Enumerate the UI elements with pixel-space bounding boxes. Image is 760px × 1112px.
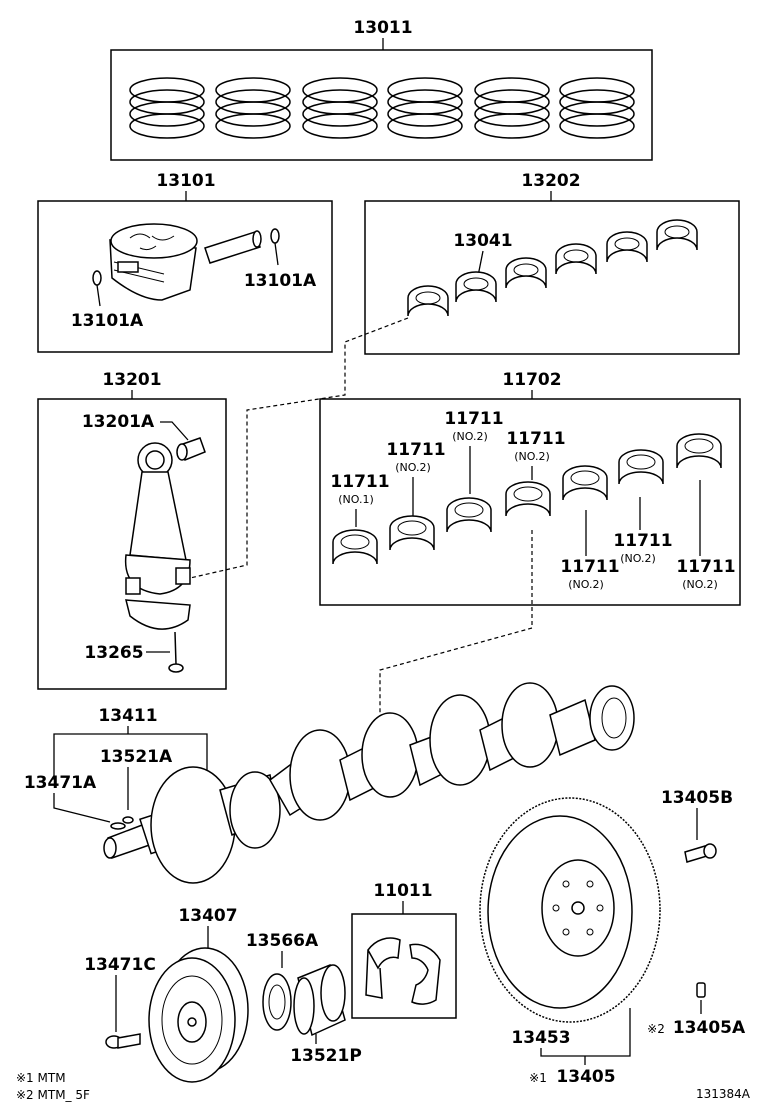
mark2-inline: ※2 <box>647 1022 665 1036</box>
label-13041[interactable]: 13041 <box>453 231 512 251</box>
label-11011[interactable]: 11011 <box>373 881 432 901</box>
piston-illustration <box>109 223 198 301</box>
crank-key-illustration <box>110 816 134 830</box>
dowel-pin-illustration <box>696 982 706 998</box>
label-11711-g[interactable]: 11711 <box>676 557 735 577</box>
crankshaft-bearing-group: 11702 11711 (NO.2) 11711 (NO.2) 11711 (N… <box>319 370 741 606</box>
thrust-washer-box <box>351 913 457 1019</box>
sublabel-no1: (NO.1) <box>338 493 374 506</box>
figure-id: 131384A <box>696 1087 751 1101</box>
label-13101a-left[interactable]: 13101A <box>71 311 144 331</box>
sublabel-no2-d: (NO.2) <box>568 578 604 591</box>
label-13201[interactable]: 13201 <box>102 370 161 390</box>
piston-pin-illustration <box>204 230 262 264</box>
rod-bolt-illustration <box>168 631 184 673</box>
thrust-washer-left <box>365 937 401 999</box>
rod-bearing-box <box>364 200 740 355</box>
label-13201a[interactable]: 13201A <box>82 412 155 432</box>
label-11711-b[interactable]: 11711 <box>386 440 445 460</box>
label-13405[interactable]: 13405 <box>556 1067 615 1087</box>
snap-ring-right <box>270 228 280 244</box>
label-11711-f[interactable]: 11711 <box>560 557 619 577</box>
connecting-rod-bearing-group: 13202 13041 <box>364 171 740 355</box>
label-13471a[interactable]: 13471A <box>24 773 97 793</box>
timing-gear-group: 13566A 13521P <box>246 931 362 1066</box>
label-13101[interactable]: 13101 <box>156 171 215 191</box>
connecting-rod-box <box>37 398 227 690</box>
sublabel-no2-e: (NO.2) <box>620 552 656 565</box>
thrust-washer-right <box>409 943 441 1005</box>
sublabel-no2-b: (NO.2) <box>395 461 431 474</box>
piston-box <box>37 200 333 353</box>
crank-bearing-illustrations <box>332 433 722 565</box>
crank-bearing-box <box>319 398 741 606</box>
label-13521a[interactable]: 13521A <box>100 747 173 767</box>
pilot-bearing-illustration <box>262 973 292 1031</box>
label-13405b[interactable]: 13405B <box>661 788 733 808</box>
legend-mtm: ※1 MTM <box>16 1071 66 1085</box>
label-13202[interactable]: 13202 <box>521 171 580 191</box>
crank-pulley-group: 13407 13471C <box>84 906 249 1083</box>
rod-bearing-illustrations <box>407 219 698 317</box>
label-11702[interactable]: 11702 <box>502 370 561 390</box>
piston-ring-set-group: 13011 <box>110 18 653 161</box>
label-13011[interactable]: 13011 <box>353 18 412 38</box>
label-13471c[interactable]: 13471C <box>84 955 156 975</box>
piston-ring-box <box>110 49 653 161</box>
mark1-inline: ※1 <box>529 1071 547 1085</box>
label-13411[interactable]: 13411 <box>98 706 157 726</box>
label-13265[interactable]: 13265 <box>84 643 143 663</box>
legend-mtm-5f: ※2 MTM_ 5F <box>16 1088 90 1102</box>
crankshaft-group: 13411 13521A 13471A <box>24 682 635 884</box>
flywheel-group: 13453 ※1 13405 ※2 13405A <box>479 797 746 1087</box>
dashed-link-rod-bearing <box>189 317 409 579</box>
label-13566a[interactable]: 13566A <box>246 931 319 951</box>
label-13521p[interactable]: 13521P <box>290 1046 362 1066</box>
bushing-illustration <box>176 437 206 461</box>
piston-ring-illustrations <box>129 77 635 139</box>
sublabel-no2-c: (NO.2) <box>514 450 550 463</box>
sublabel-no2-f: (NO.2) <box>682 578 718 591</box>
dashed-link-crank-bearing <box>379 530 533 750</box>
connecting-rod-illustration <box>124 442 191 630</box>
legend: ※1 MTM ※2 MTM_ 5F <box>16 1071 90 1102</box>
sublabel-no2-a: (NO.2) <box>452 430 488 443</box>
piston-group: 13101 13101A 13101A <box>37 171 333 353</box>
flywheel-bolt-group: 13405B <box>661 788 733 863</box>
label-13405a[interactable]: 13405A <box>673 1018 746 1038</box>
label-11711-d[interactable]: 11711 <box>330 472 389 492</box>
label-13453[interactable]: 13453 <box>511 1028 570 1048</box>
label-13407[interactable]: 13407 <box>178 906 237 926</box>
label-11711-c[interactable]: 11711 <box>506 429 565 449</box>
crankshaft-illustration <box>103 682 635 884</box>
label-11711-e[interactable]: 11711 <box>613 531 672 551</box>
label-11711-a[interactable]: 11711 <box>444 409 503 429</box>
thrust-washer-group: 11011 <box>351 881 457 1019</box>
label-13101a-right[interactable]: 13101A <box>244 271 317 291</box>
connecting-rod-group: 13201 13201A 13265 <box>37 370 227 690</box>
pulley-bolt-illustration <box>105 1033 141 1049</box>
snap-ring-left <box>92 270 102 286</box>
